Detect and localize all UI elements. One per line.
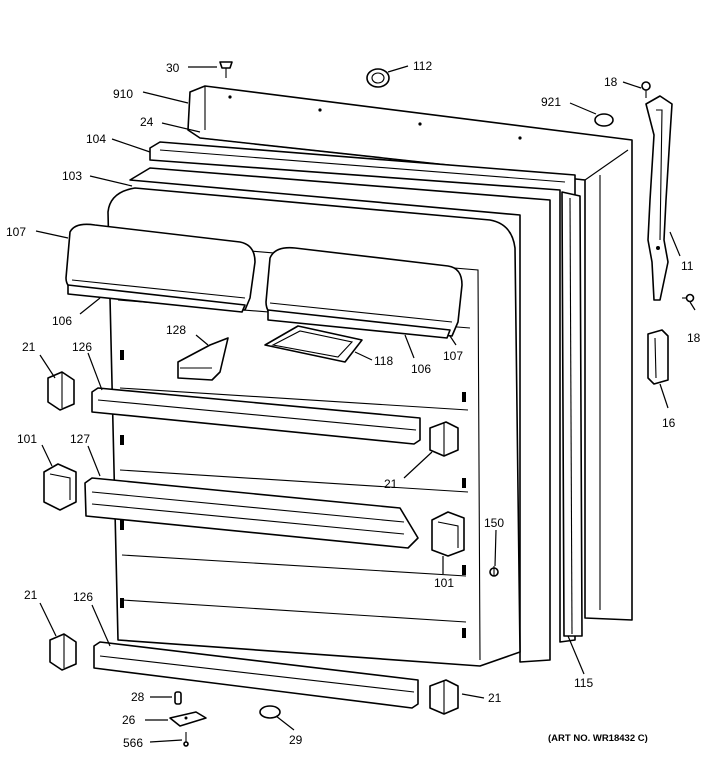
hinge-cover-16 bbox=[647, 329, 669, 385]
outer-door-frame bbox=[187, 85, 633, 621]
callout-29: 29 bbox=[289, 733, 303, 747]
door-shelf-rail-upper bbox=[91, 387, 421, 445]
callout-26: 26 bbox=[122, 713, 136, 727]
callout-921: 921 bbox=[541, 95, 561, 109]
callout-104: 104 bbox=[86, 132, 106, 146]
callout-24: 24 bbox=[140, 115, 154, 129]
dairy-compartment-door-left bbox=[65, 223, 256, 313]
callout-128: 128 bbox=[166, 323, 186, 337]
callout-21: 21 bbox=[384, 477, 398, 491]
screw-icon-18-top bbox=[641, 81, 651, 98]
screw-icon-30 bbox=[219, 61, 233, 78]
door-breaker-strip-115 bbox=[561, 191, 583, 637]
hinge-plug-921 bbox=[594, 113, 614, 127]
callout-30: 30 bbox=[166, 61, 180, 75]
callout-11: 11 bbox=[681, 259, 694, 273]
callout-103: 103 bbox=[62, 169, 82, 183]
shelf-clip-left-lower bbox=[49, 633, 77, 671]
shelf-clip-left-upper bbox=[47, 371, 75, 411]
egg-tray bbox=[264, 325, 363, 363]
callout-566: 566 bbox=[123, 736, 143, 750]
callout-115: 115 bbox=[574, 676, 593, 690]
callout-107: 107 bbox=[443, 349, 463, 363]
door-shelf-rail-lower bbox=[93, 641, 419, 709]
callout-112: 112 bbox=[413, 59, 432, 73]
callout-106: 106 bbox=[52, 314, 72, 328]
callout-18: 18 bbox=[604, 75, 618, 89]
shelf-end-cap-left bbox=[43, 463, 77, 511]
callout-106: 106 bbox=[411, 362, 431, 376]
callout-16: 16 bbox=[662, 416, 676, 430]
callout-126: 126 bbox=[72, 340, 92, 354]
shelf-clip-right-middle bbox=[429, 421, 459, 457]
callout-21: 21 bbox=[22, 340, 36, 354]
door-hinge bbox=[645, 95, 673, 301]
callout-126: 126 bbox=[73, 590, 93, 604]
door-stop-bracket-26 bbox=[169, 711, 207, 727]
door-gasket-104 bbox=[149, 141, 576, 643]
door-stop-150 bbox=[489, 566, 499, 577]
screw-icon-566 bbox=[183, 732, 189, 747]
leader-lines bbox=[35, 65, 696, 743]
dairy-compartment-door-right bbox=[265, 246, 463, 339]
callout-labels: 30 112 18 910 921 24 104 103 107 11 18 1… bbox=[6, 59, 701, 750]
callout-118: 118 bbox=[374, 354, 393, 368]
callout-21: 21 bbox=[488, 691, 502, 705]
door-shelf-rail-middle bbox=[84, 477, 419, 549]
callout-101: 101 bbox=[434, 576, 454, 590]
callout-127: 127 bbox=[70, 432, 90, 446]
door-stop-29 bbox=[259, 705, 281, 719]
shelf-bracket bbox=[177, 337, 229, 381]
callout-150: 150 bbox=[484, 516, 504, 530]
callout-21: 21 bbox=[24, 588, 38, 602]
callout-18: 18 bbox=[687, 331, 701, 345]
art-number: (ART NO. WR18432 C) bbox=[548, 733, 648, 744]
callout-101: 101 bbox=[17, 432, 37, 446]
callout-910: 910 bbox=[113, 87, 133, 101]
screw-icon-18-side bbox=[682, 293, 695, 303]
shelf-clip-right-bottom bbox=[429, 679, 459, 715]
door-liner-103 bbox=[129, 167, 551, 663]
callout-28: 28 bbox=[131, 690, 145, 704]
plug-button-112 bbox=[366, 68, 390, 88]
pin-28 bbox=[174, 691, 182, 705]
shelf-end-cap-right bbox=[431, 511, 465, 557]
callout-107: 107 bbox=[6, 225, 26, 239]
